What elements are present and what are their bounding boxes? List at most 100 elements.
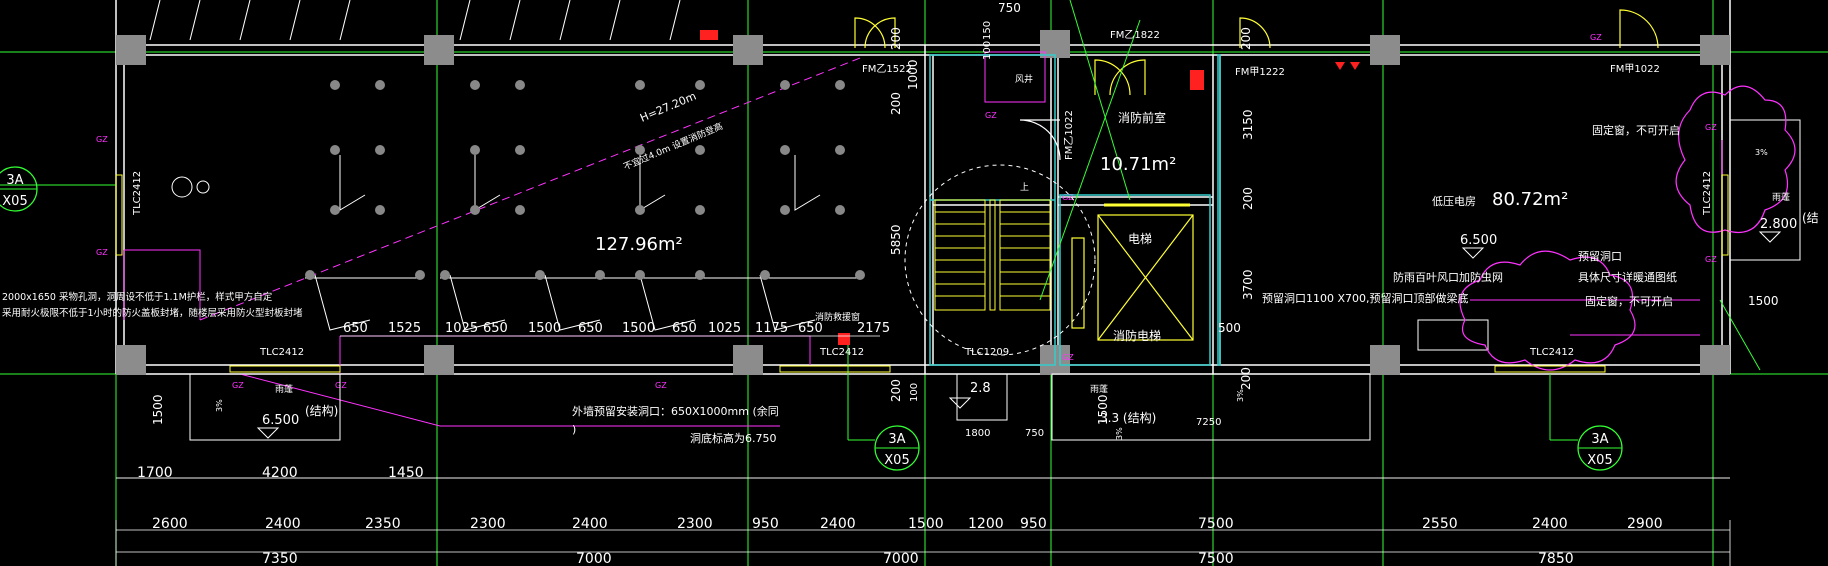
dimension-text: 5850 xyxy=(889,224,903,255)
slope-label: 3% xyxy=(1236,389,1245,402)
dimension-text: 2400 xyxy=(1532,516,1568,532)
dimension-text: 1525 xyxy=(388,321,421,336)
dimension-text: 650 xyxy=(578,321,603,336)
dimension-text: 1200 xyxy=(968,516,1004,532)
dimension-text: 2175 xyxy=(857,321,890,336)
lv-room-area: 80.72m² xyxy=(1492,189,1568,210)
window-label: TLC2412 xyxy=(132,171,143,216)
dimension-text: 1450 xyxy=(388,465,424,481)
walls xyxy=(115,0,1731,375)
dimension-text: 4200 xyxy=(262,465,298,481)
level-value: 6.500 xyxy=(1460,233,1497,248)
axis-tag-sheet: X05 xyxy=(1587,453,1612,468)
elevator-label: 电梯 xyxy=(1128,232,1152,246)
gz-label: GZ xyxy=(1062,353,1074,362)
dimension-text: 2400 xyxy=(572,516,608,532)
gz-label: GZ xyxy=(985,111,997,120)
dimension-text: 200 xyxy=(1241,187,1255,210)
hole-bottom-note: 洞底标高为6.750 xyxy=(690,431,777,445)
dimension-text: 950 xyxy=(1020,516,1047,532)
door-label: FM乙1822 xyxy=(1110,29,1160,41)
level-markers: 6.500 6.500 2.800 2.8 xyxy=(256,217,1797,439)
dimension-text: 100 xyxy=(909,383,920,402)
dimension-text: 2400 xyxy=(265,516,301,532)
dimension-text: 1025 xyxy=(708,321,741,336)
dimension-text: 7000 xyxy=(883,551,919,566)
door-label: TLC1209 xyxy=(964,347,1009,358)
dimension-text: 7000 xyxy=(576,551,612,566)
structure-note: (结构) xyxy=(305,403,338,418)
door-label: FM乙1522 xyxy=(862,63,912,75)
slope-label: 3% xyxy=(1755,148,1768,157)
dimension-text: 1800 xyxy=(965,428,990,439)
axis-tag-number: 3A xyxy=(888,432,905,447)
door-labels: FM乙1522 FM乙1822 FM甲1222 FM甲1022 FM乙1022 … xyxy=(862,29,1660,358)
dimension-text: 3700 xyxy=(1241,269,1255,300)
structure-note-2: 3.3 (结构) xyxy=(1100,410,1156,425)
canopy-label: 雨蓬 xyxy=(1090,383,1108,395)
equipment-blocks xyxy=(171,119,1801,351)
axis-tag-mid: 3A X05 xyxy=(874,425,920,471)
dimension-text: 7350 xyxy=(262,551,298,566)
dimension-text: 1000 xyxy=(906,59,920,90)
canopy-outlines xyxy=(189,373,1371,441)
dimension-text: 3150 xyxy=(1241,109,1255,140)
left-note-2: 采用耐火极限不低于1小时的防火盖板封堵，随楼层采用防火型封板封堵 xyxy=(2,307,303,319)
door-label: FM乙1022 xyxy=(1063,110,1075,160)
window-labels: TLC2412 TLC2412 TLC2412 TLC2412 TLC2412 xyxy=(132,171,1713,358)
dims-vertical: 750 150 100 1000 200 200 200 3150 200 58… xyxy=(151,1,1779,439)
dimension-text: 1500 xyxy=(622,321,655,336)
dimension-text: 200 xyxy=(889,379,903,402)
exterior-hole-note: 外墙预留安装洞口：650X1000mm (余同 xyxy=(572,404,779,418)
dimension-text: 150 xyxy=(982,21,993,40)
fixture-markers xyxy=(305,80,865,280)
dims-window-row: 650 1525 1025 650 1500 650 1500 650 1025… xyxy=(340,321,890,337)
dimension-text: 7250 xyxy=(1196,417,1221,428)
axis-tag-number: 3A xyxy=(6,173,23,188)
upper-louvres xyxy=(149,0,681,41)
dimension-text: 1500 xyxy=(528,321,561,336)
canopy-label: 雨蓬 xyxy=(275,383,293,395)
reserved-1100-note: 预留洞口1100 X700,预留洞口顶部做梁底 xyxy=(1262,291,1469,305)
structure-note-3: (结 xyxy=(1802,211,1819,225)
dimension-text: 200 xyxy=(889,92,903,115)
dimension-text: 1025 xyxy=(445,321,478,336)
columns xyxy=(116,30,1730,375)
dimension-text: 1500 xyxy=(151,394,165,425)
dimension-text: 100 xyxy=(982,41,993,60)
dimension-text: 200 xyxy=(889,27,903,50)
dimension-text: 750 xyxy=(998,1,1021,15)
lv-room-label: 低压电房 xyxy=(1432,195,1476,208)
window-strips xyxy=(115,174,1729,373)
gz-label: GZ xyxy=(1062,193,1074,202)
dimension-text: 1500 xyxy=(908,516,944,532)
dimension-text: 2550 xyxy=(1422,516,1458,532)
elevator-shafts xyxy=(1071,203,1194,341)
stair-up-label: 上 xyxy=(1020,182,1029,193)
dimension-text: 650 xyxy=(798,321,823,336)
revision-clouds xyxy=(1459,85,1796,371)
door-swings xyxy=(854,9,1659,161)
green-leaders xyxy=(35,0,1761,441)
dimension-text: 7500 xyxy=(1198,516,1234,532)
door-label: FM甲1222 xyxy=(1235,67,1285,78)
window-label: TLC2412 xyxy=(819,347,864,358)
gz-label: GZ xyxy=(96,135,108,144)
gz-labels: GZ GZ GZ GZ GZ GZ GZ GZ GZ GZ GZ xyxy=(96,33,1717,390)
fixed-window-note-2: 固定窗，不可开启 xyxy=(1585,294,1673,308)
gz-label: GZ xyxy=(1590,33,1602,42)
well-label: 风井 xyxy=(1015,73,1033,85)
dimension-text: 2900 xyxy=(1627,516,1663,532)
dimension-text: 7500 xyxy=(1198,551,1234,566)
dimension-text: 650 xyxy=(672,321,697,336)
level-value: 2.800 xyxy=(1760,217,1797,232)
axis-tag-left: 3A X05 xyxy=(0,166,38,212)
dims-row-1: 1700 4200 1450 xyxy=(137,465,424,481)
stair xyxy=(934,199,1051,311)
door-label: FM甲1022 xyxy=(1610,64,1660,75)
dimension-text: 200 xyxy=(1239,27,1253,50)
window-label: TLC2412 xyxy=(259,347,304,358)
gz-label: GZ xyxy=(232,381,244,390)
reserved-hole-label: 预留洞口 xyxy=(1578,250,1622,263)
dimension-text: 200 xyxy=(1239,367,1253,390)
